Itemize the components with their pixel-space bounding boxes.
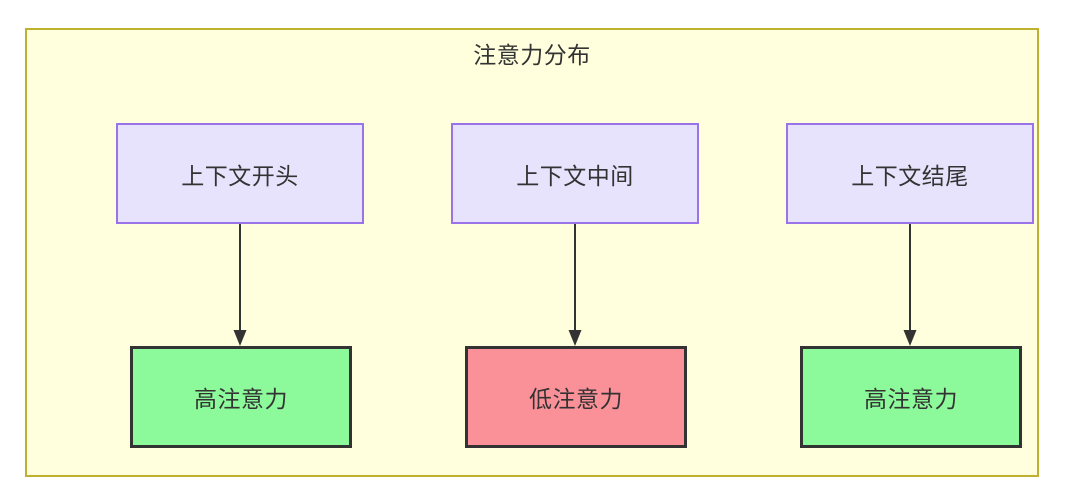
node-context-middle[interactable]: 上下文中间 [451,123,699,224]
arrow-down-icon [903,224,917,346]
node-label: 高注意力 [194,386,288,412]
edge-context-end-to-result [903,224,917,348]
arrow-down-icon [568,224,582,346]
subgraph-title: 注意力分布 [473,42,591,68]
node-label: 上下文结尾 [851,162,969,189]
node-result-high-attention-start[interactable]: 高注意力 [130,346,352,448]
node-result-high-attention-end[interactable]: 高注意力 [800,346,1022,448]
node-result-low-attention-middle[interactable]: 低注意力 [465,346,687,448]
node-context-start[interactable]: 上下文开头 [116,123,364,224]
edge-context-start-to-result [233,224,247,348]
node-context-end[interactable]: 上下文结尾 [786,123,1034,224]
edge-context-middle-to-result [568,224,582,348]
node-label: 高注意力 [864,386,958,412]
node-label: 上下文开头 [181,162,299,189]
node-label: 上下文中间 [516,162,634,189]
node-label: 低注意力 [529,386,623,412]
arrow-down-icon [233,224,247,346]
attention-distribution-container: 注意力分布 上下文开头 上下文中间 上下文结尾 [25,28,1039,477]
